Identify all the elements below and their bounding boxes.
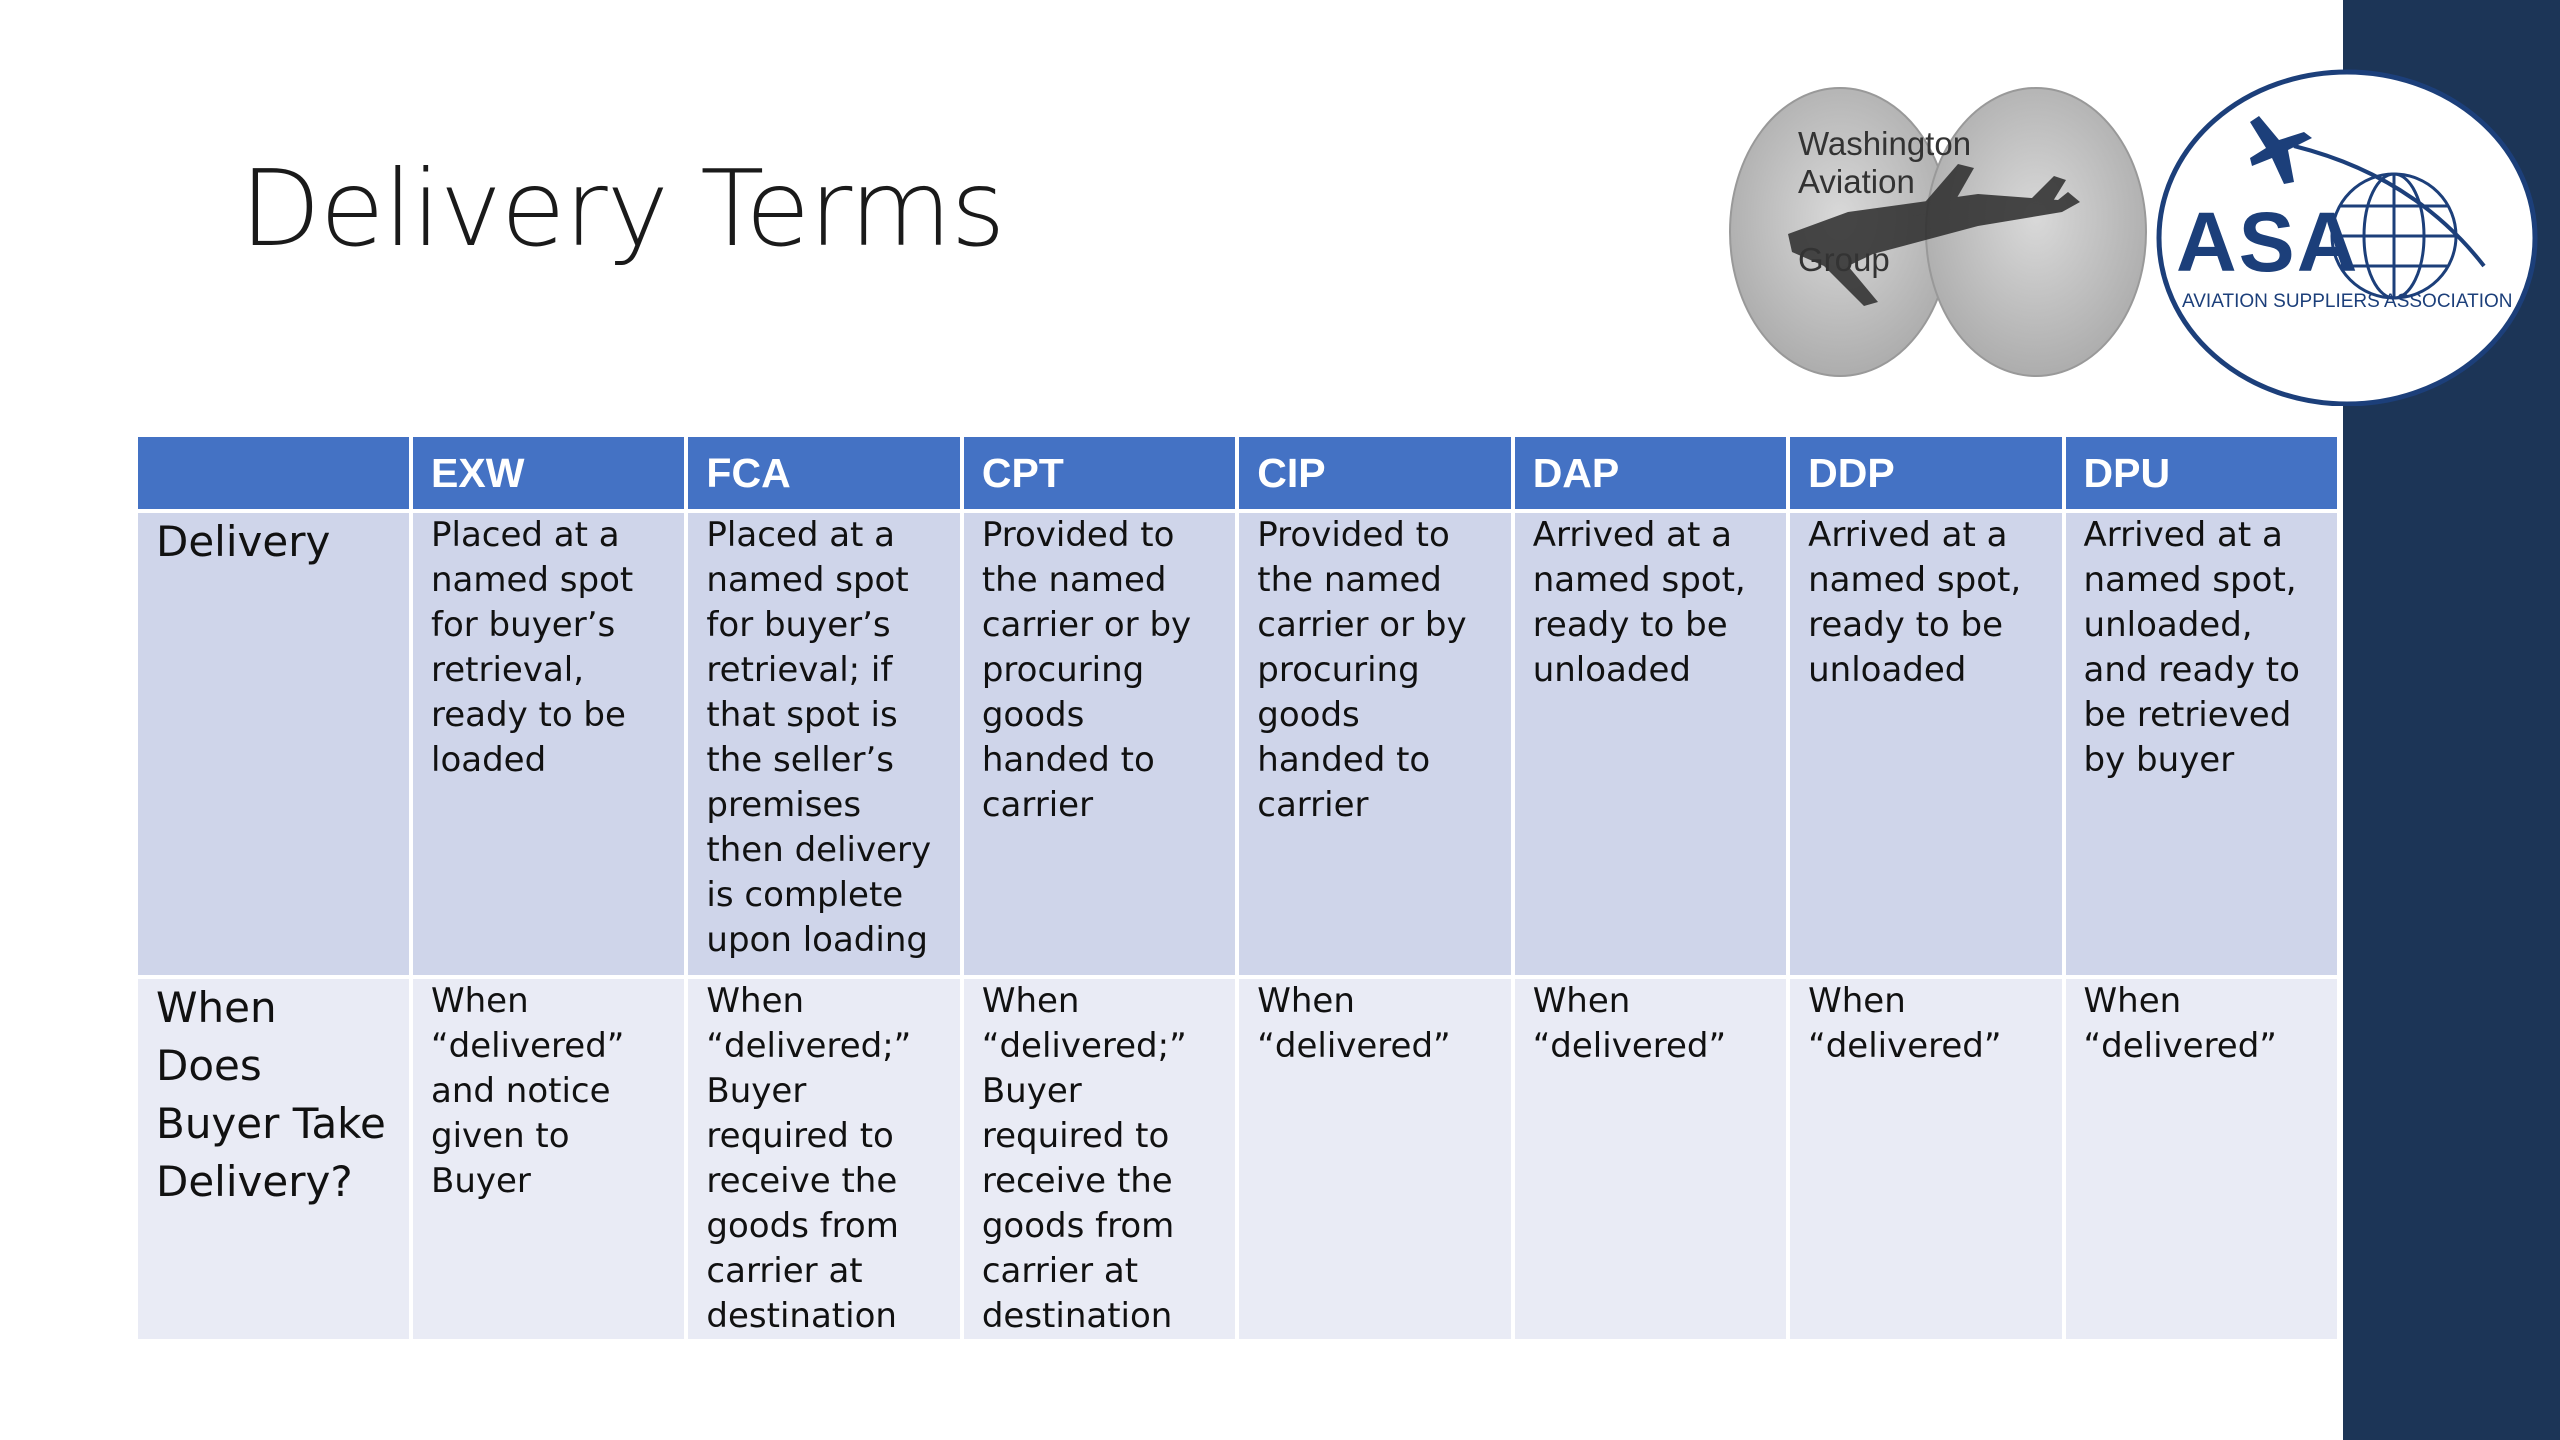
- table-cell: Arrived at a named spot, unloaded, and r…: [2061, 509, 2342, 979]
- delivery-terms-table: EXW FCA CPT CIP DAP DDP DPU Delivery Pla…: [134, 433, 2342, 1343]
- column-header-dpu: DPU: [2061, 433, 2342, 513]
- column-header-exw: EXW: [408, 433, 689, 513]
- wag-logo-line1: Washington: [1798, 125, 1972, 162]
- header-corner-cell: [134, 433, 413, 513]
- table-cell: When “delivered;” Buyer required to rece…: [959, 975, 1240, 1343]
- table-header-row: EXW FCA CPT CIP DAP DDP DPU: [134, 433, 2342, 513]
- table-cell: When “delivered”: [1235, 975, 1515, 1343]
- table-cell: Provided to the named carrier or by proc…: [959, 509, 1240, 979]
- table-cell: When “delivered”: [1786, 975, 2066, 1343]
- table-row-when-buyer-takes-delivery: When Does Buyer Take Delivery? When “del…: [134, 975, 2342, 1343]
- table-row-delivery: Delivery Placed at a named spot for buye…: [134, 509, 2342, 979]
- column-header-dap: DAP: [1510, 433, 1791, 513]
- table-cell: Placed at a named spot for buyer’s retri…: [408, 509, 689, 979]
- asa-logo-tagline: AVIATION SUPPLIERS ASSOCIATION: [2182, 291, 2513, 312]
- washington-aviation-group-logo: Washington Aviation Group: [1728, 84, 2148, 380]
- page-title: Delivery Terms: [240, 148, 1005, 270]
- column-header-cip: CIP: [1235, 433, 1515, 513]
- row-label-when-buyer-takes-delivery: When Does Buyer Take Delivery?: [134, 975, 413, 1343]
- table-cell: When “delivered;” Buyer required to rece…: [684, 975, 964, 1343]
- table-cell: When “delivered”: [1510, 975, 1791, 1343]
- wag-logo-graphic: [1729, 87, 2147, 377]
- column-header-fca: FCA: [684, 433, 964, 513]
- table-cell: Arrived at a named spot, ready to be unl…: [1510, 509, 1791, 979]
- table-cell: Provided to the named carrier or by proc…: [1235, 509, 1515, 979]
- row-label-delivery: Delivery: [134, 509, 413, 979]
- asa-logo: ASA AVIATION SUPPLIERS ASSOCIATION: [2154, 66, 2544, 407]
- table-cell: Arrived at a named spot, ready to be unl…: [1786, 509, 2066, 979]
- table-cell: Placed at a named spot for buyer’s retri…: [684, 509, 964, 979]
- column-header-cpt: CPT: [959, 433, 1240, 513]
- column-header-ddp: DDP: [1786, 433, 2066, 513]
- asa-logo-mark: ASA: [2176, 195, 2360, 289]
- wag-logo-line2: Aviation: [1798, 163, 1915, 200]
- asa-logo-graphic: [2156, 69, 2538, 407]
- table-cell: When “delivered” and notice given to Buy…: [408, 975, 689, 1343]
- wag-logo-line3: Group: [1798, 241, 1890, 278]
- table-cell: When “delivered”: [2061, 975, 2342, 1343]
